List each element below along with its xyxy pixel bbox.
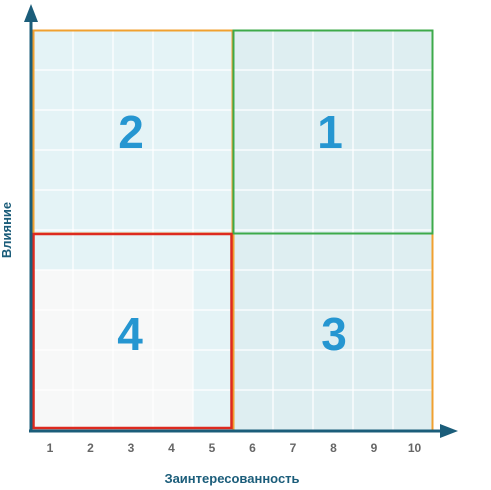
y-axis-title: Влияние	[0, 202, 14, 258]
x-tick-label: 3	[128, 441, 135, 455]
quadrant-1-number: 1	[317, 106, 343, 158]
quadrant-4-light-fill	[35, 270, 193, 428]
quadrant-4-number: 4	[117, 308, 143, 360]
quadrant-1-frame	[232, 29, 434, 235]
x-tick-label: 9	[371, 441, 378, 455]
quadrant-3-number: 3	[321, 308, 347, 360]
x-tick-label: 10	[408, 441, 422, 455]
quadrant-2-number: 2	[118, 106, 144, 158]
x-tick-label: 2	[87, 441, 94, 455]
x-axis-title: Заинтересованность	[164, 471, 299, 486]
x-axis-arrowhead-icon	[440, 424, 458, 438]
x-tick-label: 8	[330, 441, 337, 455]
y-axis-arrowhead-icon	[24, 4, 38, 22]
x-tick-label: 5	[209, 441, 216, 455]
quadrant-4-frame	[32, 232, 233, 430]
x-tick-label: 4	[168, 441, 175, 455]
x-tick-label: 6	[249, 441, 256, 455]
x-tick-label: 7	[290, 441, 297, 455]
x-axis-ticks: 1 2 3 4 5 6 7 8 9 10	[47, 441, 422, 455]
x-tick-label: 1	[47, 441, 54, 455]
